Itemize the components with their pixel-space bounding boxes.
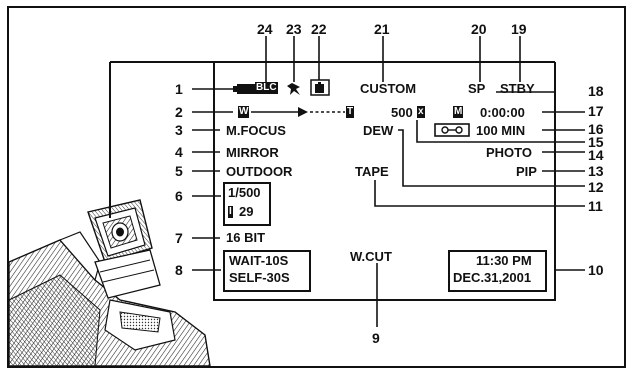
stby-label: STBY [500,81,535,96]
callout-1: 1 [175,81,183,97]
iris-value: 29 [239,204,254,219]
timer-box [223,250,311,292]
callout-15: 15 [588,134,604,150]
time-display: 11:30 PM [476,253,532,268]
datetime-box [448,250,547,292]
callout-14: 14 [588,147,604,163]
mirror-label: MIRROR [226,145,279,160]
callout-2: 2 [175,104,183,120]
manual-mark: M [453,106,464,118]
callout-16: 16 [588,121,604,137]
tape-label: TAPE [355,164,389,179]
sp-label: SP [468,81,486,96]
callout-10: 10 [588,262,604,278]
callout-17: 17 [588,103,604,119]
figure-frame [7,6,626,368]
shutter-iris-box [223,182,271,226]
wind-cut-label: W.CUT [350,249,392,264]
callout-7: 7 [175,230,183,246]
date-display: DEC.31,2001 [453,270,532,285]
iris-mark: I [228,206,233,218]
callout-8: 8 [175,262,183,278]
callout-5: 5 [175,163,183,179]
shutter-value: 1/500 [228,185,261,200]
callout-23: 23 [286,21,302,37]
dew-label: DEW [363,123,394,138]
tape-remaining: 100 MIN [476,123,526,138]
photo-label: PHOTO [486,145,532,160]
self-timer: SELF-30S [229,270,290,285]
wait-timer: WAIT-10S [229,253,289,268]
timecode: 0:00:00 [480,105,525,120]
callout-4: 4 [175,144,183,160]
mfocus-label: M.FOCUS [226,123,286,138]
outdoor-label: OUTDOOR [226,164,293,179]
audio-mode: 16 BIT [226,230,266,245]
callout-21: 21 [374,21,390,37]
cassette-icon [434,123,470,137]
callout-20: 20 [471,21,487,37]
callout-6: 6 [175,188,183,204]
blc-badge: BLC [255,82,278,94]
zoom-tele-badge: T [346,106,355,118]
callout-13: 13 [588,163,604,179]
custom-label: CUSTOM [360,81,417,96]
callout-19: 19 [511,21,527,37]
callout-24: 24 [257,21,273,37]
callout-12: 12 [588,179,604,195]
callout-9: 9 [372,330,380,346]
shutter-mark: x [417,106,425,118]
shutter-speed-value: 500 [391,105,413,120]
callout-3: 3 [175,122,183,138]
digital-effect-icon [287,83,300,95]
callout-11: 11 [588,198,603,214]
pip-label: PIP [516,164,537,179]
steady-shot-icon [310,79,330,96]
zoom-wide-badge: W [238,106,250,118]
callout-18: 18 [588,83,604,99]
callout-22: 22 [311,21,327,37]
